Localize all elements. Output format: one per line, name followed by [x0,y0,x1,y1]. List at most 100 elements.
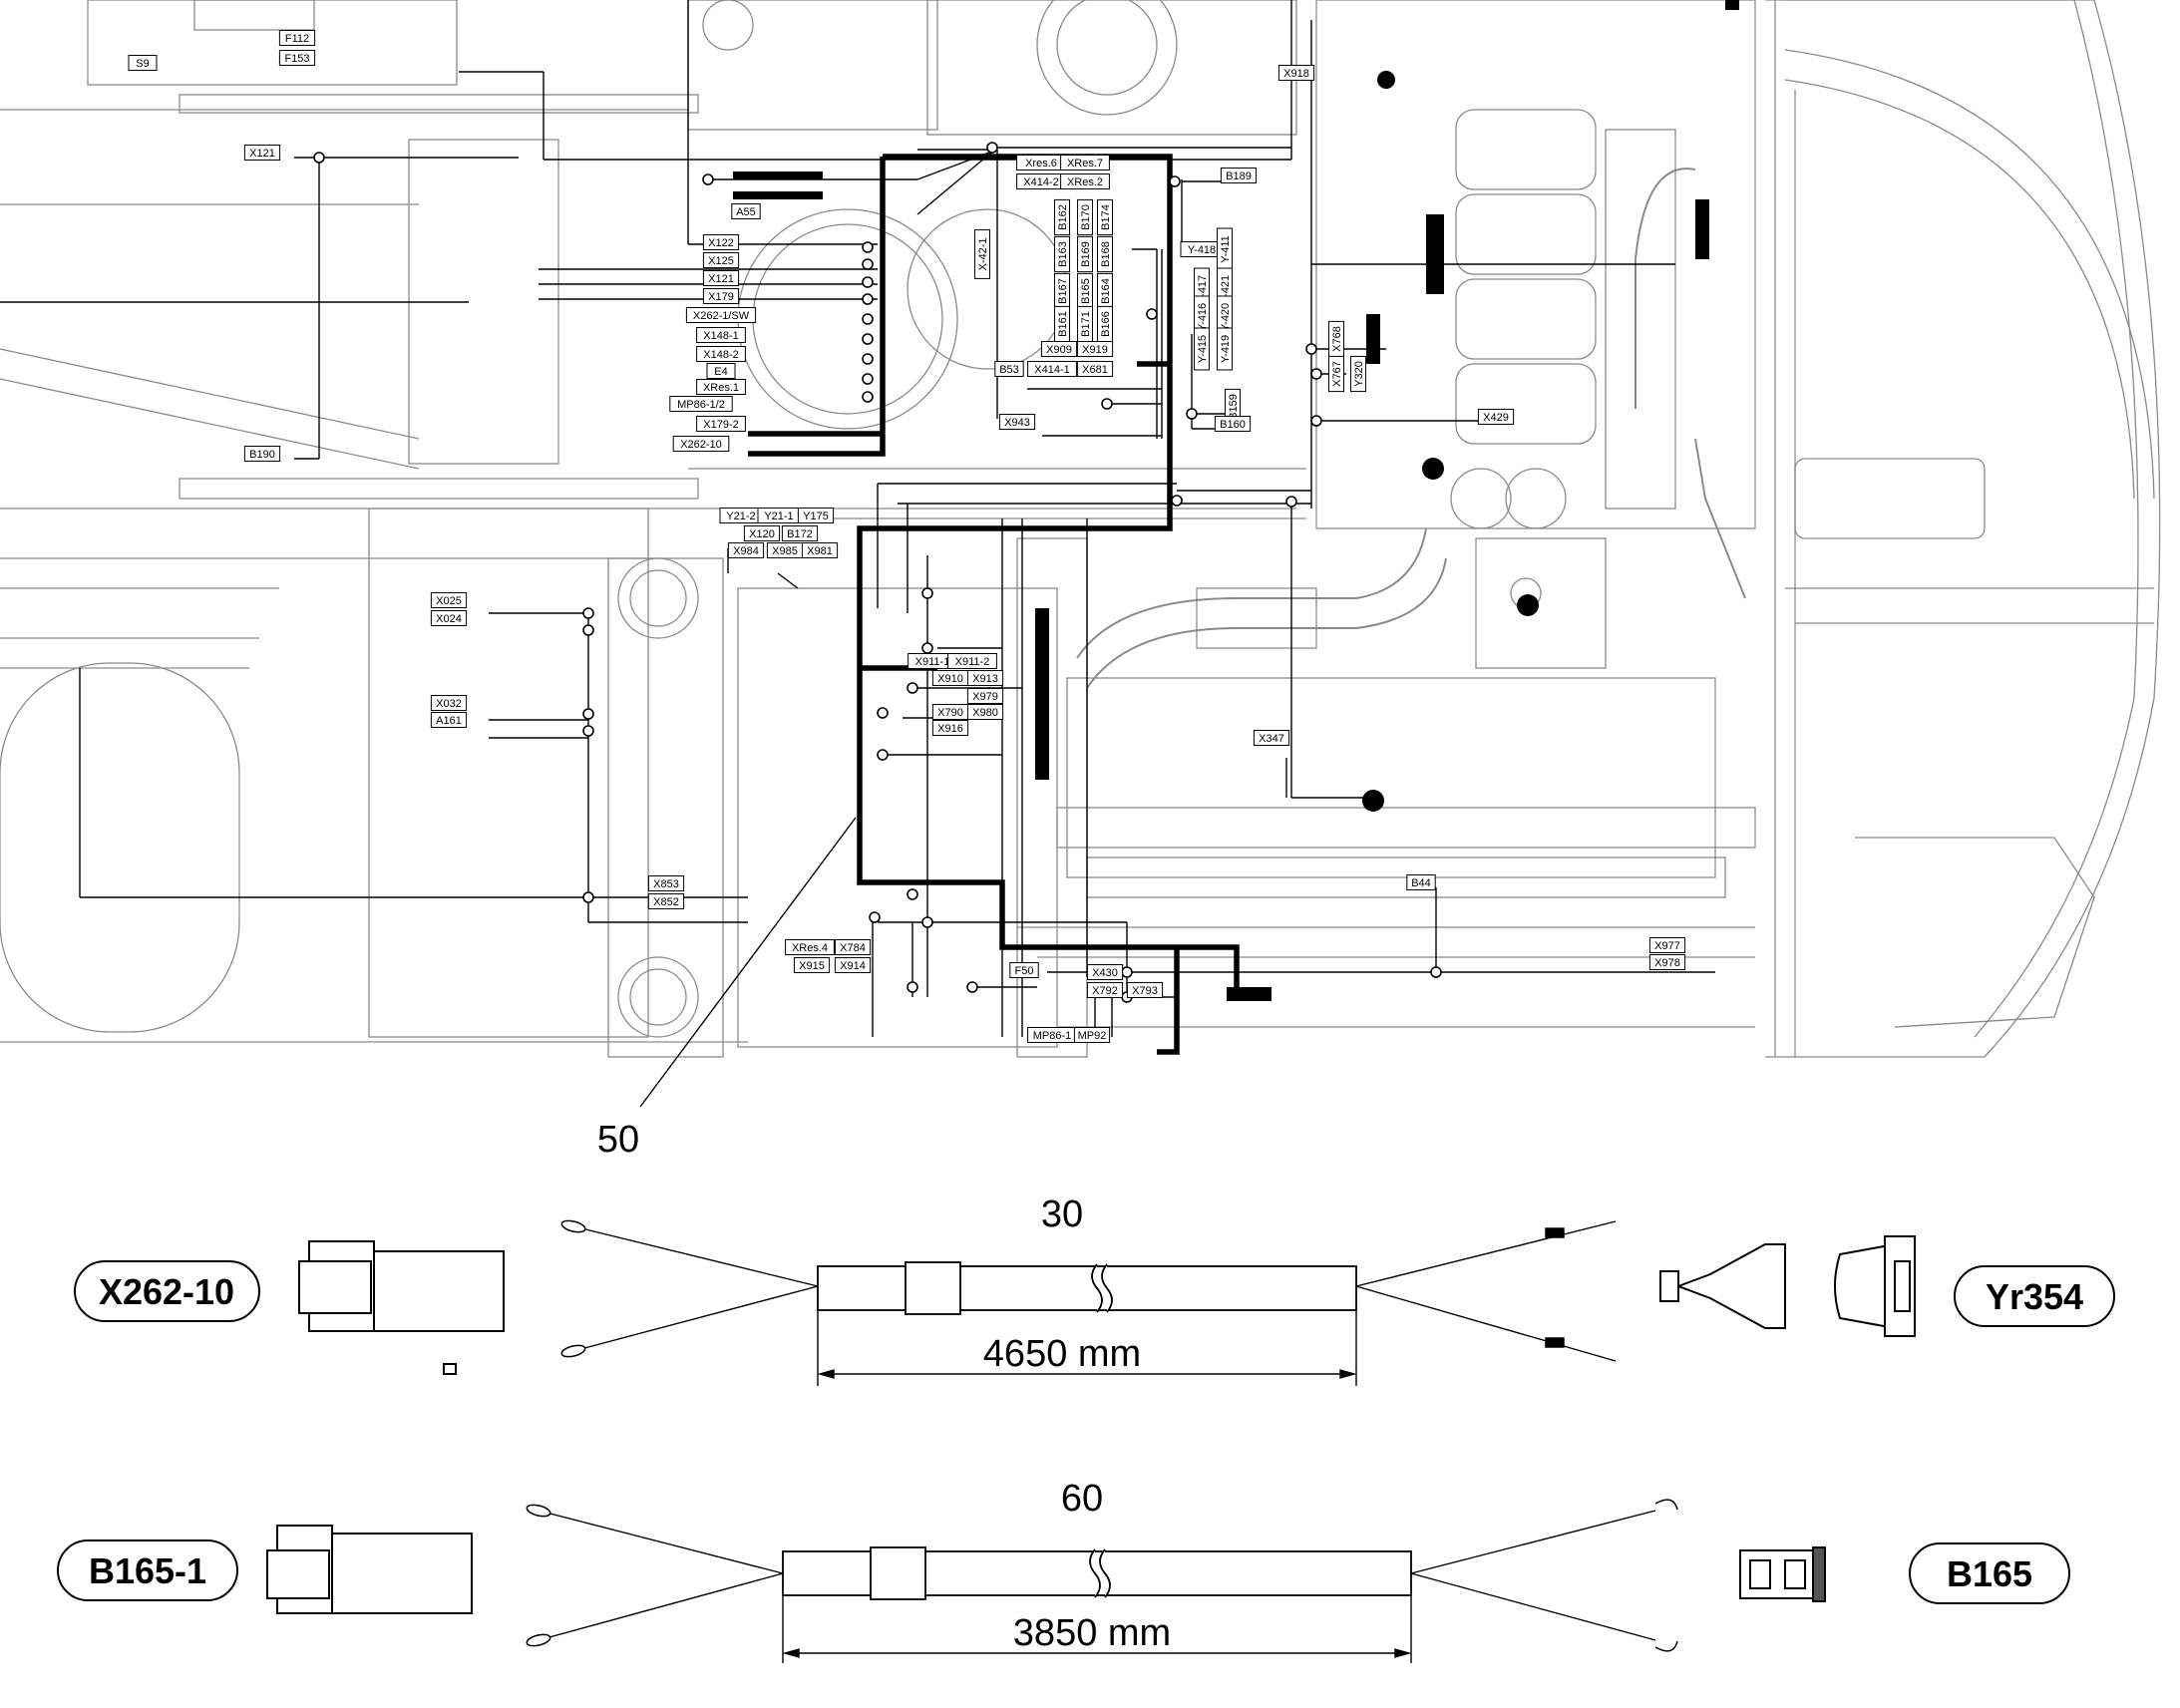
schematic-label-text: B162 [1057,204,1069,230]
schematic-label-tag: X414-1 [1027,361,1077,377]
schematic-label-box [1406,874,1436,890]
cable-30-wires [572,1220,1617,1362]
schematic-label-tag: B190 [243,446,281,462]
schematic-label-text: B167 [1057,278,1069,304]
schematic-label-text: MP86-1 [1033,1030,1072,1042]
schematic-label-tag: A161 [430,712,468,728]
schematic-label-box [727,542,765,558]
schematic-label-text: X981 [807,545,833,557]
schematic-label-text: X121 [708,273,734,285]
schematic-label-text: X978 [1654,957,1680,969]
schematic-label-text: B163 [1057,241,1069,267]
schematic-label-tag: Y-411 [1217,227,1233,271]
schematic-label-tag: B189 [1220,168,1258,183]
schematic-label-box [966,670,1004,686]
schematic-label-tag: F112 [278,30,316,46]
schematic-label-box [743,525,781,541]
schematic-label-box [793,957,831,973]
schematic-label-box [834,957,872,973]
schematic-label-tag: B172 [781,525,819,541]
schematic-label-tag: A55 [731,203,761,219]
schematic-label-box [966,704,1004,720]
cable-60-wire-ends [526,1499,1678,1652]
schematic-label-text: X852 [653,896,679,908]
schematic-label-box [1350,355,1366,393]
schematic-label-text: Y-420 [1220,303,1232,331]
schematic-label-tag: Y-419 [1217,327,1233,371]
schematic-label-text: B159 [1228,394,1240,420]
schematic-label-tag: B53 [994,361,1024,377]
schematic-label-text: E4 [714,366,727,378]
schematic-label-tag: MP86-1 [1027,1027,1077,1043]
schematic-label-box [430,592,468,608]
schematic-label-text: X919 [1082,344,1108,356]
schematic-label-box [696,416,746,432]
schematic-label-box [966,688,1004,704]
schematic-label-tag: B161 [1054,305,1070,343]
schematic-label-box [696,327,746,343]
schematic-label-text: X911-1 [915,656,950,668]
schematic-label-box [974,229,990,279]
schematic-label-text: B174 [1100,204,1112,230]
schematic-label-tag: X025 [430,592,468,608]
cable-30-assembly: 30 X262-10 [74,1194,2115,1386]
schematic-label-text: X977 [1654,940,1680,952]
cable-60-dimension-line [782,1595,1412,1663]
cable-60-assembly: 60 B165-1 [57,1478,2070,1663]
schematic-label-text: F50 [1015,965,1034,977]
schematic-label-text: X984 [733,545,759,557]
schematic-label-tag: F153 [278,50,316,66]
schematic-label-box [696,346,746,362]
schematic-label-tag: B164 [1097,272,1113,310]
schematic-label-box [785,939,835,955]
schematic-label-text: X148-1 [703,330,738,342]
schematic-label-box [797,508,835,523]
schematic-label-text: X914 [840,960,866,972]
cable-30-left-pill [74,1260,260,1322]
schematic-label-text: X179 [708,291,734,303]
schematic-label-text: X681 [1082,364,1108,376]
schematic-label-box [1054,235,1070,273]
schematic-label-tag: X179 [702,288,740,304]
cable-30-sheath [817,1261,1357,1315]
schematic-label-box [1040,341,1078,357]
cable-60-right-label: B165 [1947,1553,2032,1594]
schematic-label-tag: X981 [801,542,839,558]
schematic-label-text: X025 [436,595,462,607]
schematic-label-box [696,379,746,395]
schematic-label-box [430,695,468,711]
schematic-label-text: B164 [1100,278,1112,304]
schematic-label-box [278,30,316,46]
schematic-label-box [430,712,468,728]
cable-60-right-connector-icon [1739,1546,1826,1602]
cable-60-left-pill [57,1539,238,1601]
schematic-label-text: Y-418 [1188,244,1216,256]
schematic-label-text: X913 [972,673,998,685]
schematic-label-tag: X148-1 [696,327,746,343]
schematic-label-tag: X979 [966,688,1004,704]
schematic-label-tag: X793 [1126,982,1164,998]
schematic-label-text: X853 [653,878,679,890]
schematic-label-box [1648,954,1686,970]
schematic-label-tag: X024 [430,610,468,626]
schematic-label-text: Y320 [1353,361,1365,387]
schematic-label-tag: B162 [1054,198,1070,236]
schematic-label-box [1073,1027,1111,1043]
schematic-label-tag: X911-2 [947,653,997,669]
schematic-label-box [834,939,872,955]
schematic-label-box [1077,198,1093,236]
schematic-label-text: X262-1/SW [693,310,750,322]
schematic-label-text: S9 [136,58,149,70]
schematic-label-box [702,234,740,250]
schematic-label-tag: X122 [702,234,740,250]
schematic-label-tag: X784 [834,939,872,955]
schematic-label-tag: X347 [1253,730,1290,746]
schematic-label-box [702,252,740,268]
cable-30-dimension-line [817,1311,1357,1386]
schematic-label-text: XRes.7 [1067,158,1103,170]
schematic-label-tag: B166 [1097,305,1113,343]
schematic-label-text: X-42-1 [977,237,989,270]
schematic-label-text: X909 [1046,344,1072,356]
schematic-label-text: XRes.2 [1067,176,1103,188]
